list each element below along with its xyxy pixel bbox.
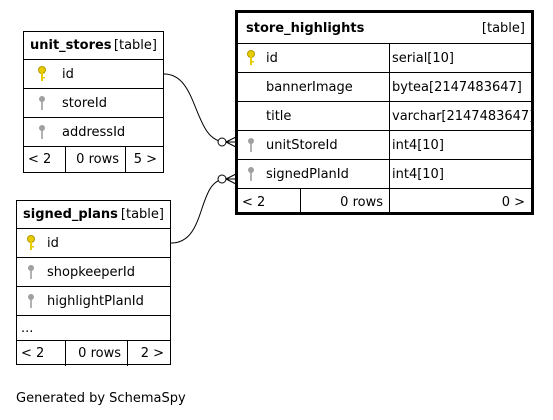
table-stats: < 2 0 rows 2 > — [17, 341, 170, 366]
table-kind: [table] — [120, 207, 164, 222]
table-name: signed_plans — [23, 207, 118, 222]
column-name: bannerImage — [266, 79, 353, 95]
relationship-crowfoot — [225, 173, 237, 185]
foreign-key-icon — [17, 258, 45, 286]
primary-key-icon — [17, 229, 45, 257]
column-row: signedPlanId int4[10] — [238, 160, 531, 189]
children-count[interactable]: 5 > — [133, 152, 157, 167]
parents-count[interactable]: < 2 — [24, 147, 66, 172]
column-type: serial[10] — [389, 44, 531, 72]
column-row: bannerImage bytea[2147483647] — [238, 73, 531, 102]
table-store-highlights[interactable]: store_highlights [table] id serial[10] b… — [235, 10, 534, 215]
foreign-key-icon — [238, 160, 264, 188]
row-count: 0 rows — [301, 189, 390, 215]
table-kind: [table] — [481, 20, 525, 36]
foreign-key-icon — [24, 89, 60, 117]
column-type: varchar[2147483647] — [389, 102, 534, 130]
foreign-key-icon — [238, 131, 264, 159]
column-row: id — [17, 229, 170, 258]
column-name: id — [47, 235, 59, 251]
column-name: signedPlanId — [266, 166, 349, 182]
table-stats: < 2 0 rows 5 > — [24, 147, 163, 172]
more-columns-ellipsis: ... — [21, 320, 34, 336]
primary-key-icon — [238, 44, 264, 72]
column-row: id serial[10] — [238, 44, 531, 73]
relationship-signed-plans-to-store-highlights — [170, 178, 227, 244]
row-count: 0 rows — [66, 147, 126, 172]
column-type: int4[10] — [389, 160, 531, 188]
table-name: store_highlights — [246, 20, 365, 36]
foreign-key-icon — [17, 287, 45, 315]
parents-count[interactable]: < 2 — [238, 189, 301, 215]
column-row: addressId — [24, 118, 163, 147]
table-signed-plans[interactable]: signed_plans [table] id shopkeeperId hig… — [16, 200, 171, 366]
column-row: storeId — [24, 89, 163, 118]
table-kind: [table] — [113, 38, 157, 53]
generated-by-footer: Generated by SchemaSpy — [16, 391, 186, 406]
column-row: shopkeeperId — [17, 258, 170, 287]
relationship-end-circle — [217, 137, 227, 147]
more-columns: ... — [17, 316, 170, 341]
column-name: id — [266, 50, 278, 66]
table-header: unit_stores [table] — [24, 32, 163, 60]
table-header: store_highlights [table] — [238, 13, 531, 44]
relationship-end-circle — [217, 174, 227, 184]
parents-count[interactable]: < 2 — [17, 341, 66, 366]
column-type: bytea[2147483647] — [389, 73, 531, 101]
column-row: unitStoreId int4[10] — [238, 131, 531, 160]
column-name: title — [266, 108, 292, 124]
column-name: storeId — [62, 95, 107, 111]
table-header: signed_plans [table] — [17, 201, 170, 229]
column-name: id — [62, 66, 74, 82]
column-row: title varchar[2147483647] — [238, 102, 534, 131]
foreign-key-icon — [24, 118, 60, 146]
children-count[interactable]: 2 > — [140, 346, 164, 361]
table-stats: < 2 0 rows 0 > — [238, 189, 531, 215]
table-unit-stores[interactable]: unit_stores [table] id storeId addressId… — [23, 31, 164, 173]
row-count: 0 rows — [66, 341, 128, 366]
column-name: highlightPlanId — [47, 293, 144, 309]
relationship-unit-stores-to-store-highlights — [163, 73, 227, 143]
table-name: unit_stores — [30, 38, 112, 53]
primary-key-icon — [24, 60, 60, 88]
column-row: highlightPlanId — [17, 287, 170, 316]
column-row: id — [24, 60, 163, 89]
column-name: shopkeeperId — [47, 264, 135, 280]
column-name: addressId — [62, 124, 126, 140]
column-type: int4[10] — [389, 131, 531, 159]
children-count[interactable]: 0 > — [501, 194, 525, 210]
relationship-crowfoot — [225, 136, 237, 148]
column-name: unitStoreId — [266, 137, 338, 153]
